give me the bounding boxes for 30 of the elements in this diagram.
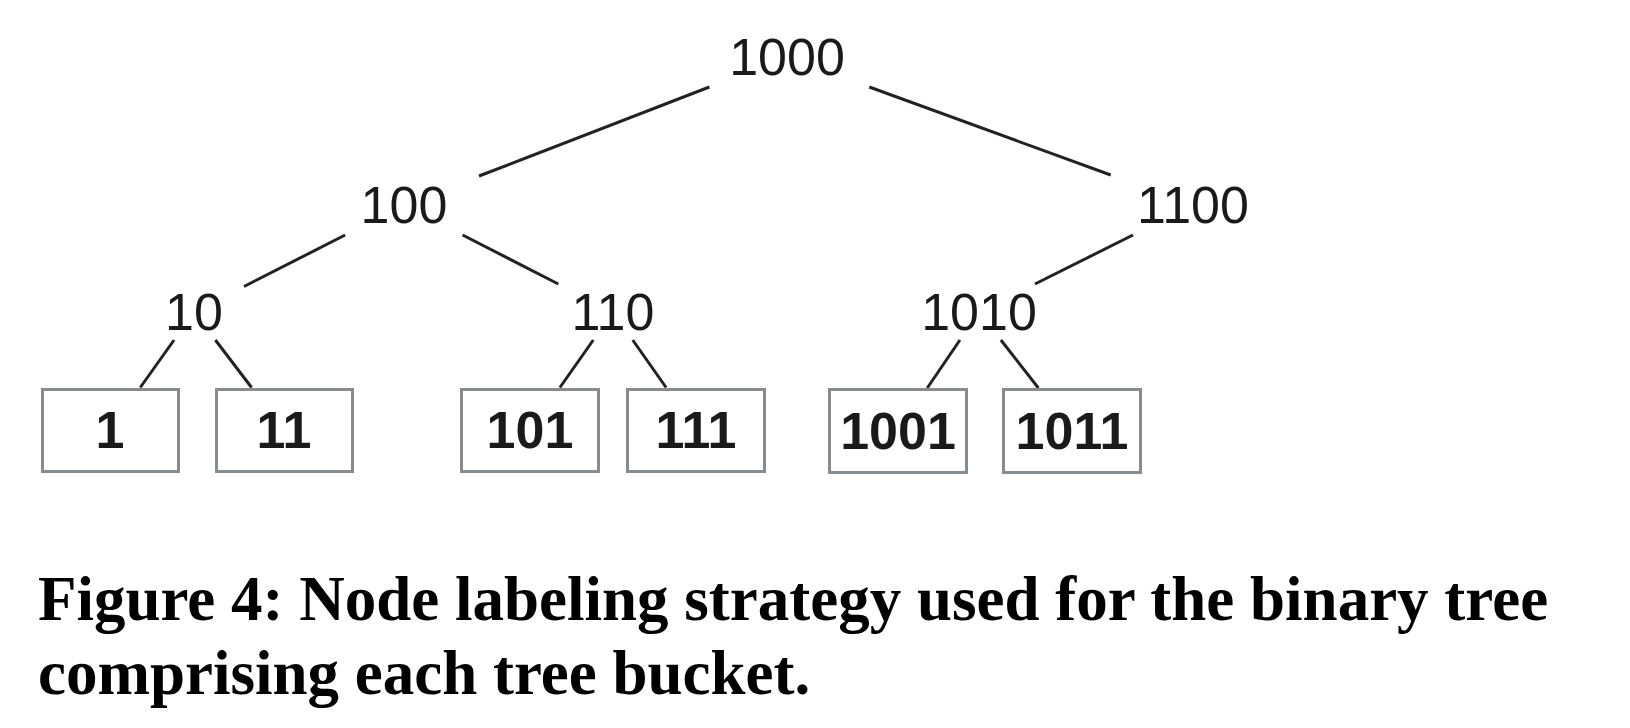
node-label: 1100: [1137, 179, 1249, 231]
leaf-box: [626, 387, 766, 473]
node-label: 1000: [729, 31, 845, 83]
tree-edge: [868, 85, 1112, 177]
leaf-box: [460, 387, 600, 473]
leaf-box: [1002, 388, 1142, 474]
tree-edge: [243, 233, 346, 288]
node-label: 1: [95, 404, 125, 456]
tree-edge: [214, 339, 253, 389]
node-label: 111: [655, 404, 737, 456]
node-label: 10: [165, 286, 223, 338]
node-label: 11: [256, 404, 312, 456]
tree-edge: [1034, 233, 1134, 286]
tree-edge: [926, 339, 962, 389]
node-label: 1001: [840, 405, 956, 457]
node-label: 101: [486, 404, 574, 456]
node-label: 110: [571, 286, 655, 338]
figure-caption: Figure 4: Node labeling strategy used for the binary tree comprising each tree bucket.: [38, 563, 1550, 710]
tree-edge: [139, 339, 176, 389]
tree-edge: [558, 339, 595, 389]
leaf-box: [40, 387, 180, 473]
leaf-box: [828, 388, 968, 474]
tree-edge: [461, 233, 559, 286]
tree-edge: [631, 339, 668, 389]
node-label: 1010: [921, 286, 1037, 338]
node-label: 100: [360, 179, 448, 231]
node-label: 1011: [1015, 405, 1129, 457]
tree-edge: [999, 339, 1040, 389]
tree-edge: [478, 85, 710, 178]
leaf-box: [214, 387, 354, 473]
